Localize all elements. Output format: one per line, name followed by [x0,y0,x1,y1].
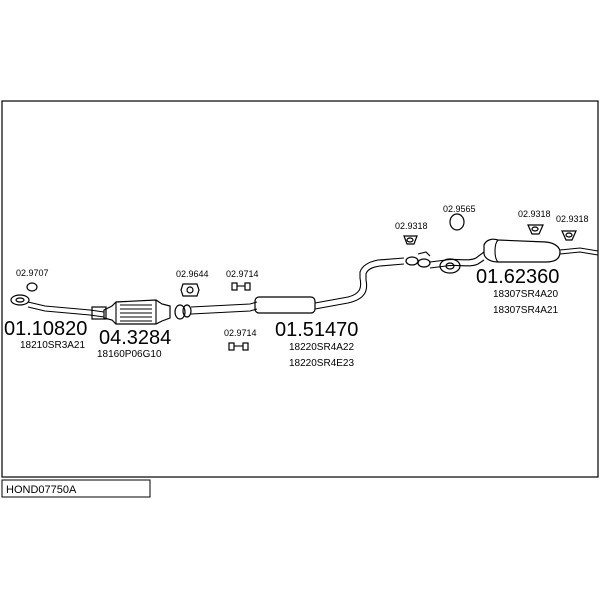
hanger-rear-1-icon [527,224,544,235]
flange-mid-rear [405,251,431,268]
drawing-code: HOND07750A [6,484,77,496]
gasket-cat-number: 02.9644 [176,269,209,279]
flange-cat-outlet [174,304,192,320]
catalyst [103,299,171,325]
front-pipe-number: 01.10820 [4,318,87,340]
rear-silencer-oem-2: 18307SR4A21 [493,305,558,316]
rear-silencer-oem-1: 18307SR4A20 [493,289,558,300]
front-pipe-oem: 18210SR3A21 [20,340,85,351]
bolt-upper-icon [231,282,251,291]
ring-rear-number: 02.9565 [443,204,476,214]
rear-silencer-number: 01.62360 [476,266,559,288]
middle-silencer-number: 01.51470 [275,319,358,341]
hanger-rear-2-number: 02.9318 [556,214,589,224]
front-pipe [10,294,107,320]
bolt-upper-number: 02.9714 [226,269,259,279]
bolt-lower-number: 02.9714 [224,328,257,338]
gasket-front-number: 02.9707 [16,268,49,278]
rear-silencer [429,238,599,274]
gasket-cat-icon [180,283,200,297]
hanger-mid-number: 02.9318 [395,221,428,231]
gasket-front-ring [26,282,38,292]
middle-silencer-oem-1: 18220SR4A22 [289,342,354,353]
drawing-frame [1,100,599,478]
catalyst-oem: 18160P06G10 [97,349,162,360]
title-box [1,479,151,498]
catalyst-number: 04.3284 [99,327,171,349]
middle-pipe [190,257,405,315]
hanger-rear-2-icon [561,230,577,241]
bolt-lower-icon [228,342,249,351]
middle-silencer-oem-2: 18220SR4E23 [289,358,354,369]
hanger-mid-icon [403,235,418,245]
hanger-rear-1-number: 02.9318 [518,209,551,219]
ring-rear-icon [449,213,465,231]
